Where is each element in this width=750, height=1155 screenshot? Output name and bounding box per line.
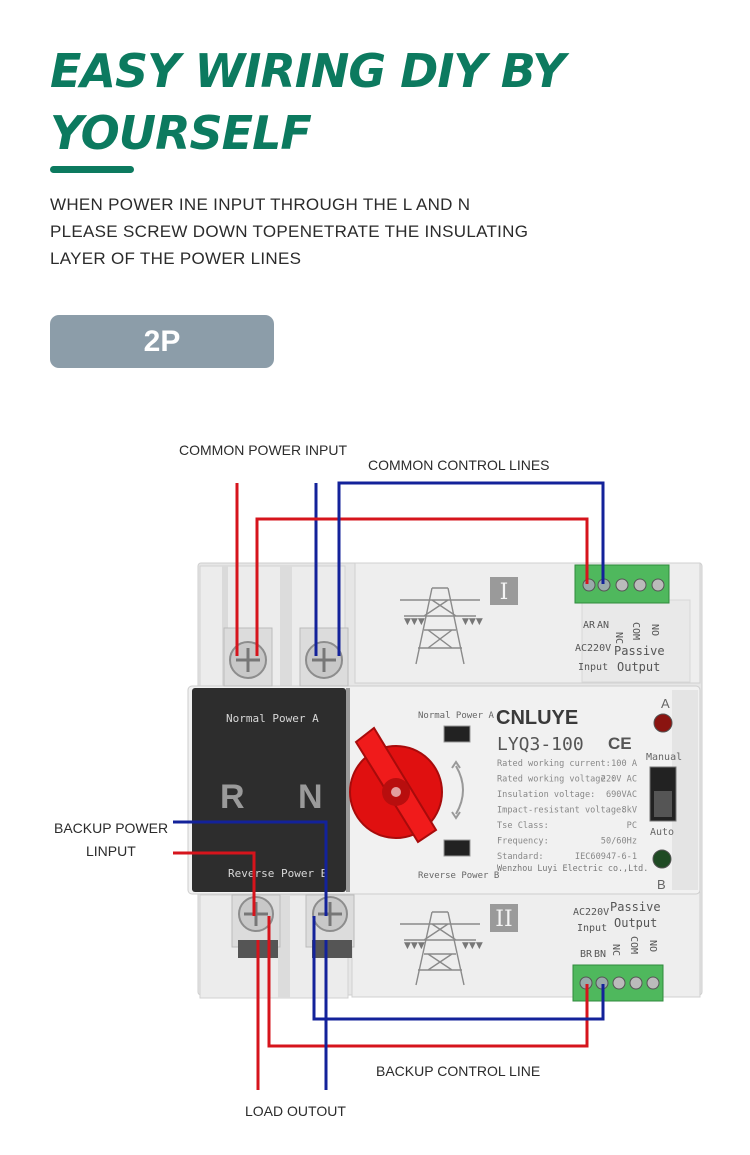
description-line-2: PLEASE SCREW DOWN TOPENETRATE THE INSULA… — [50, 222, 529, 241]
module-i-plate — [490, 577, 518, 605]
reverse-power-b-label: Reverse Power B — [228, 867, 328, 880]
spec-value: IEC60947-6-1 — [575, 852, 637, 862]
switch-normal-power-label: Normal Power A — [418, 711, 494, 721]
pole-r-label: R — [220, 778, 245, 816]
module-ii-plate — [490, 904, 518, 932]
svg-text:▼▼▼: ▼▼▼ — [462, 941, 483, 951]
spec-value: 690VAC — [606, 790, 637, 800]
callout-load-output: LOAD OUTOUT — [245, 1103, 346, 1119]
terminal-label-com: COM — [630, 622, 641, 640]
wire-common-control-blue — [337, 481, 605, 656]
wire-backup-power-blue — [173, 820, 328, 916]
spec-label: Rated working voltage : — [497, 775, 616, 785]
bottom-input-label: Input — [577, 923, 607, 934]
terminal-label-com-b: COM — [628, 936, 639, 954]
spec-label: Insulation voltage: — [497, 790, 595, 800]
indicator-b-light — [652, 849, 672, 869]
transmission-tower-icon — [400, 587, 480, 665]
spec-value: 220V AC — [601, 775, 637, 785]
brand-name: CNLUYE — [496, 707, 578, 729]
terminal-label-ar: AR — [583, 620, 596, 631]
spec-value: 50/60Hz — [601, 837, 637, 847]
page-title-line-1: EASY WIRING DIY BY — [50, 44, 566, 98]
terminal-label-an: AN — [597, 620, 609, 631]
callout-common-control-lines: COMMON CONTROL LINES — [368, 457, 550, 473]
ce-mark: CE — [608, 734, 632, 753]
spec-value: PC — [627, 821, 637, 831]
window-b-indicator — [443, 839, 471, 857]
wire-backup-power-red — [173, 851, 256, 916]
wire-common-control-red — [255, 517, 589, 656]
wire-backup-control-blue — [312, 916, 605, 1021]
description-line-3: LAYER OF THE POWER LINES — [50, 249, 302, 268]
indicator-b-label: B — [657, 877, 666, 892]
title-underline — [50, 166, 134, 173]
top-voltage-label: AC220V — [575, 643, 611, 654]
top-passive-label: Passive — [614, 644, 665, 658]
bottom-output-label: Output — [614, 916, 657, 930]
page-title-line-2: YOURSELF — [50, 106, 312, 160]
svg-text:▼▼▼: ▼▼▼ — [404, 617, 425, 627]
rotary-handle[interactable] — [349, 726, 443, 844]
module-i-label: I — [500, 580, 509, 605]
svg-text:▼▼▼: ▼▼▼ — [462, 617, 483, 627]
model-number: LYQ3-100 — [497, 734, 584, 755]
callout-backup-control-line: BACKUP CONTROL LINE — [376, 1063, 541, 1079]
wire-backup-control-red — [267, 916, 589, 1048]
spec-label: Impact-resistant voltage: — [497, 806, 626, 816]
top-input-label: Input — [578, 662, 608, 673]
left-panel — [192, 688, 346, 892]
svg-text:▼▼▼: ▼▼▼ — [404, 941, 425, 951]
transmission-tower-icon — [400, 911, 480, 986]
wires — [173, 481, 605, 1090]
pole-count-badge: 2P — [50, 315, 274, 368]
top-screws — [223, 627, 349, 687]
terminal-label-no-b: NO — [647, 940, 658, 952]
callout-common-power-input: COMMON POWER INPUT — [179, 442, 347, 458]
description: WHEN POWER INE INPUT THROUGH THE L AND N… — [50, 191, 690, 272]
mode-auto-label: Auto — [650, 827, 674, 838]
terminal-label-nc: NC — [613, 632, 624, 644]
spec-label: Frequency: — [497, 837, 549, 847]
top-green-terminal-strip — [574, 564, 670, 604]
switch-reverse-power-label: Reverse Power B — [418, 871, 499, 881]
spec-value: 100 A — [611, 759, 638, 769]
bottom-passive-label: Passive — [610, 900, 661, 914]
bottom-voltage-label: AC220V — [573, 907, 609, 918]
terminal-label-no: NO — [649, 624, 660, 636]
terminal-label-br: BR — [580, 949, 593, 960]
description-line-1: WHEN POWER INE INPUT THROUGH THE L AND N — [50, 195, 471, 214]
spec-label: Standard: — [497, 852, 544, 862]
module-ii-label: II — [495, 907, 512, 932]
window-a-indicator — [443, 725, 471, 743]
rotate-arrow-icon — [455, 765, 464, 815]
manufacturer-label: Wenzhou Luyi Electric co.,Ltd. — [497, 863, 648, 873]
spec-value: 8kV — [621, 806, 637, 816]
callout-backup-power-line2: LINPUT — [86, 843, 136, 859]
pole-n-label: N — [298, 778, 323, 816]
indicator-a-label: A — [661, 696, 670, 711]
spec-table: Rated working current:100 A Rated working… — [497, 759, 638, 862]
terminal-label-bn: BN — [594, 949, 606, 960]
callout-backup-power-line1: BACKUP POWER — [54, 820, 169, 836]
normal-power-a-label: Normal Power A — [226, 712, 319, 725]
spec-label: Rated working current: — [497, 759, 611, 769]
top-output-label: Output — [617, 660, 660, 674]
spec-label: Tse Class: — [497, 821, 549, 831]
terminal-label-nc-b: NC — [610, 944, 621, 956]
mode-manual-label: Manual — [646, 752, 682, 763]
indicator-a-light — [653, 713, 673, 733]
